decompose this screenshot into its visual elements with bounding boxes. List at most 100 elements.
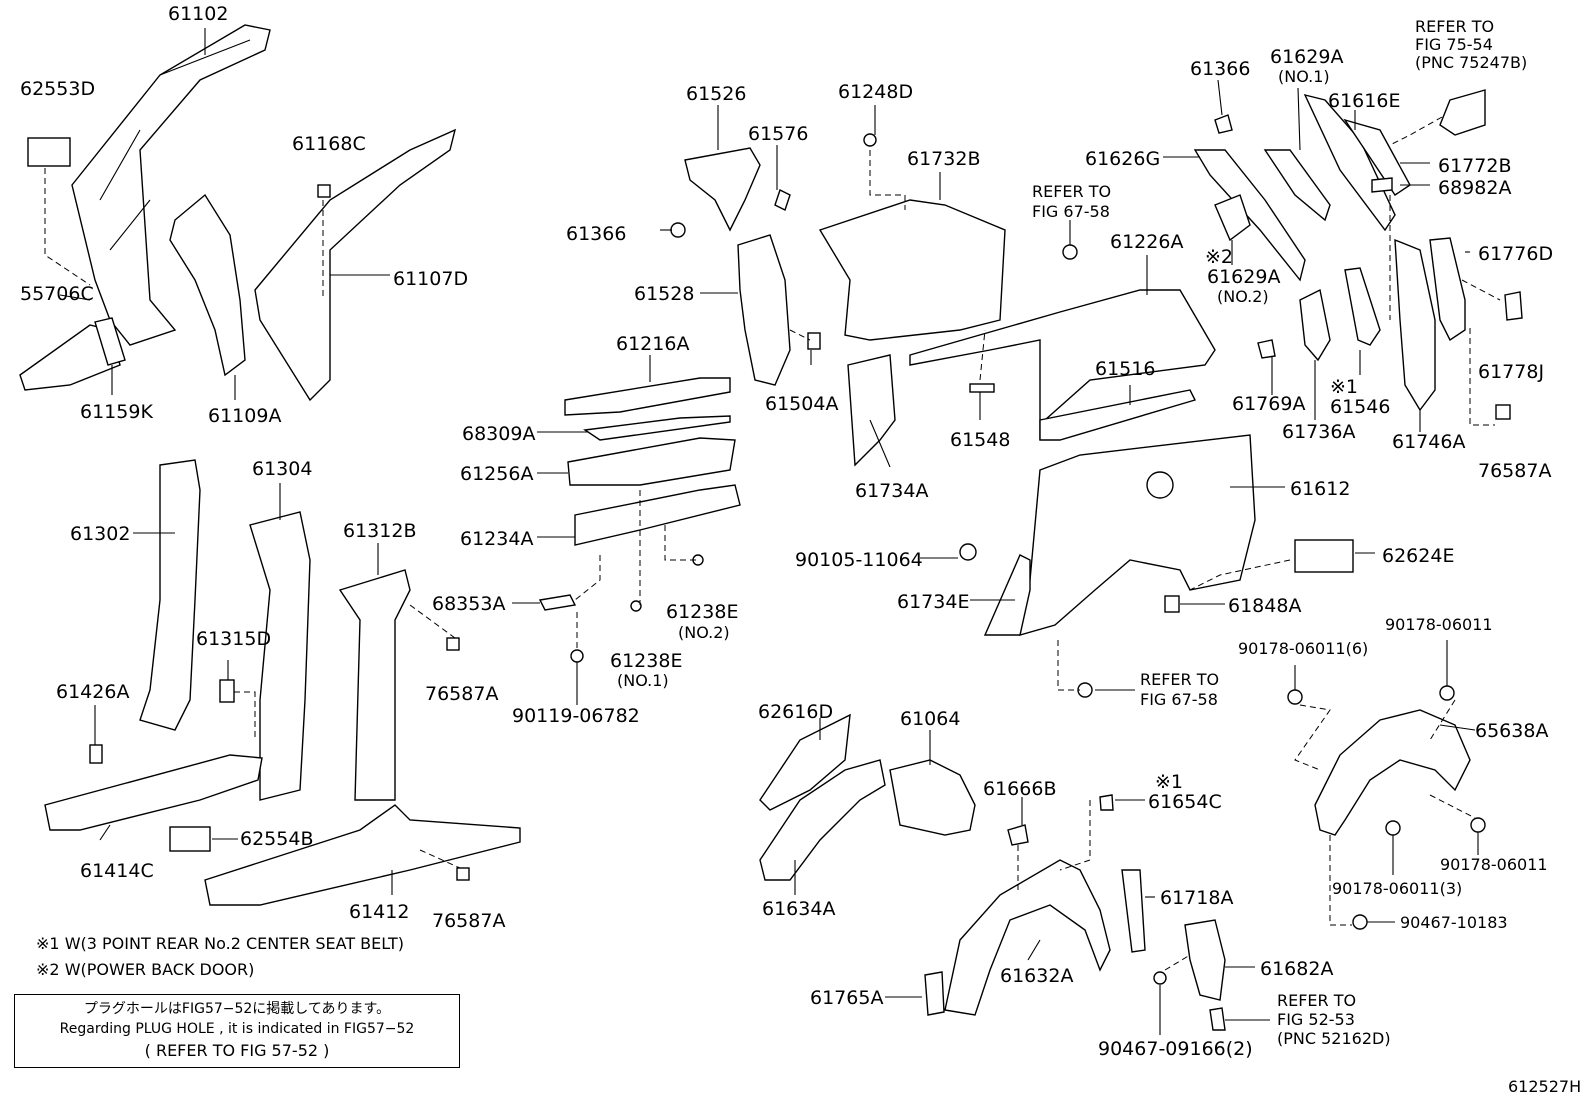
label-no2-a: (NO.2) — [678, 623, 730, 642]
label-61736A: 61736A — [1282, 421, 1355, 443]
label-61216A: 61216A — [616, 333, 689, 355]
part-90178-clip-d — [1470, 817, 1486, 833]
label-mark1-a: ※1 — [1330, 376, 1358, 398]
label-61234A: 61234A — [460, 528, 533, 550]
part-61765A-plate — [924, 971, 945, 1016]
part-68982A-clip — [1371, 177, 1393, 193]
label-61634A: 61634A — [762, 898, 835, 920]
label-61366-1: 61366 — [566, 223, 626, 245]
part-62624E-pad — [1294, 539, 1354, 573]
label-62616D: 62616D — [758, 701, 833, 723]
label-no2-b: (NO.2) — [1217, 287, 1269, 306]
label-61238E-no1: 61238E — [610, 650, 682, 672]
plug-hole-en: Regarding PLUG HOLE , it is indicated in… — [59, 1021, 415, 1037]
label-90467-10183: 90467-10183 — [1400, 913, 1508, 932]
note-2-text: W(POWER BACK DOOR) — [64, 960, 255, 979]
label-61734E: 61734E — [897, 591, 969, 613]
part-90178-clip-b — [1439, 685, 1455, 701]
label-62553D: 62553D — [20, 78, 95, 100]
label-76587A-1: 76587A — [425, 683, 498, 705]
label-90178-06011-top: 90178-06011 — [1385, 615, 1493, 634]
part-refer-67-58-clip-b — [1077, 682, 1093, 698]
label-61666B: 61666B — [983, 778, 1056, 800]
label-90467-09166: 90467-09166(2) — [1098, 1038, 1253, 1060]
label-61168C: 61168C — [292, 133, 366, 155]
label-61504A: 61504A — [765, 393, 838, 415]
part-61256A-panel — [567, 437, 736, 486]
label-refer-67-58-b2: FIG 67-58 — [1140, 690, 1218, 709]
part-61064-panel — [889, 759, 976, 836]
label-refer-67-58-a1: REFER TO — [1032, 182, 1111, 201]
part-61226A-side-panel — [909, 289, 1216, 441]
label-68982A: 68982A — [1438, 177, 1511, 199]
label-61629A-no1: 61629A — [1270, 46, 1343, 68]
label-61682A: 61682A — [1260, 958, 1333, 980]
part-61736A-panel — [1299, 288, 1331, 362]
part-61546-strip — [1344, 267, 1381, 346]
label-61734A: 61734A — [855, 480, 928, 502]
part-61612-quarter-panel — [1019, 434, 1256, 636]
plug-hole-note-box: プラグホールはFIG57−52に掲載してあります。 Regarding PLUG… — [14, 994, 460, 1068]
label-refer-52-53-3: (PNC 52162D) — [1277, 1029, 1391, 1048]
part-61548-clip — [969, 383, 995, 393]
part-61734E-panel — [983, 554, 1031, 636]
label-61226A: 61226A — [1110, 231, 1183, 253]
label-61718A: 61718A — [1160, 887, 1233, 909]
label-61107D: 61107D — [393, 268, 468, 290]
label-76587A-3: 76587A — [1478, 460, 1551, 482]
label-refer-52-53-2: FIG 52-53 — [1277, 1010, 1355, 1029]
part-62554B-pad — [169, 826, 211, 852]
part-61216A-panel — [564, 377, 731, 416]
label-61526: 61526 — [686, 83, 746, 105]
part-61304-b-pillar-inner — [249, 511, 311, 801]
label-61616E: 61616E — [1328, 90, 1400, 112]
part-61109A-pillar-inner — [169, 193, 246, 377]
label-61776D: 61776D — [1478, 243, 1553, 265]
label-mark1-b: ※1 — [1155, 771, 1183, 793]
label-61746A: 61746A — [1392, 431, 1465, 453]
part-61366-grommet — [670, 222, 686, 238]
part-refer-52-53-clip — [1209, 1007, 1226, 1031]
label-refer-75-54-2: FIG 75-54 — [1415, 35, 1493, 54]
part-68353A-bracket — [538, 594, 577, 611]
part-61778J-clip — [1504, 291, 1523, 321]
label-90105-11064: 90105-11064 — [795, 549, 923, 571]
label-refer-75-54-3: (PNC 75247B) — [1415, 53, 1527, 72]
part-61654C-clip — [1099, 794, 1114, 811]
part-61718A-bracket — [1121, 869, 1146, 953]
part-76587A-plug-1 — [446, 637, 460, 651]
note-2-mark: ※2 — [36, 960, 60, 979]
label-refer-52-53-1: REFER TO — [1277, 991, 1356, 1010]
part-61616E-pillar — [1303, 93, 1396, 232]
part-90467-10183-clip — [1352, 914, 1368, 930]
label-61629A-no2: 61629A — [1207, 266, 1280, 288]
part-61107D-pillar-outer — [254, 128, 457, 402]
part-76587A-plug-3 — [1495, 404, 1511, 420]
label-61612: 61612 — [1290, 478, 1350, 500]
label-61548: 61548 — [950, 429, 1010, 451]
part-61776D-panel — [1429, 237, 1466, 342]
label-61412: 61412 — [349, 901, 409, 923]
label-mark2: ※2 — [1205, 246, 1233, 268]
plug-hole-jp: プラグホールはFIG57−52に掲載してあります。 — [83, 1001, 391, 1017]
part-65638A-liner — [1314, 709, 1471, 836]
label-90178-06011-3: 90178-06011(3) — [1332, 879, 1462, 898]
part-61248D-clip — [863, 133, 877, 147]
label-61778J: 61778J — [1478, 361, 1544, 383]
note-2: ※2 W(POWER BACK DOOR) — [36, 960, 254, 979]
label-61304: 61304 — [252, 458, 312, 480]
part-61666B-clip — [1007, 824, 1029, 846]
part-68309A-seal — [583, 415, 731, 441]
part-61414C-rocker-inner — [44, 754, 263, 831]
part-61412-rocker-outer — [204, 804, 521, 906]
part-90178-clip-a — [1287, 689, 1303, 705]
label-61302: 61302 — [70, 523, 130, 545]
label-90119-06782: 90119-06782 — [512, 705, 640, 727]
label-61064: 61064 — [900, 708, 960, 730]
part-55706C-bracket — [19, 324, 121, 391]
part-90178-clip-c — [1385, 820, 1401, 836]
part-61769A-clip — [1257, 339, 1276, 359]
label-61256A: 61256A — [460, 463, 533, 485]
part-61426A-clip — [89, 744, 103, 764]
